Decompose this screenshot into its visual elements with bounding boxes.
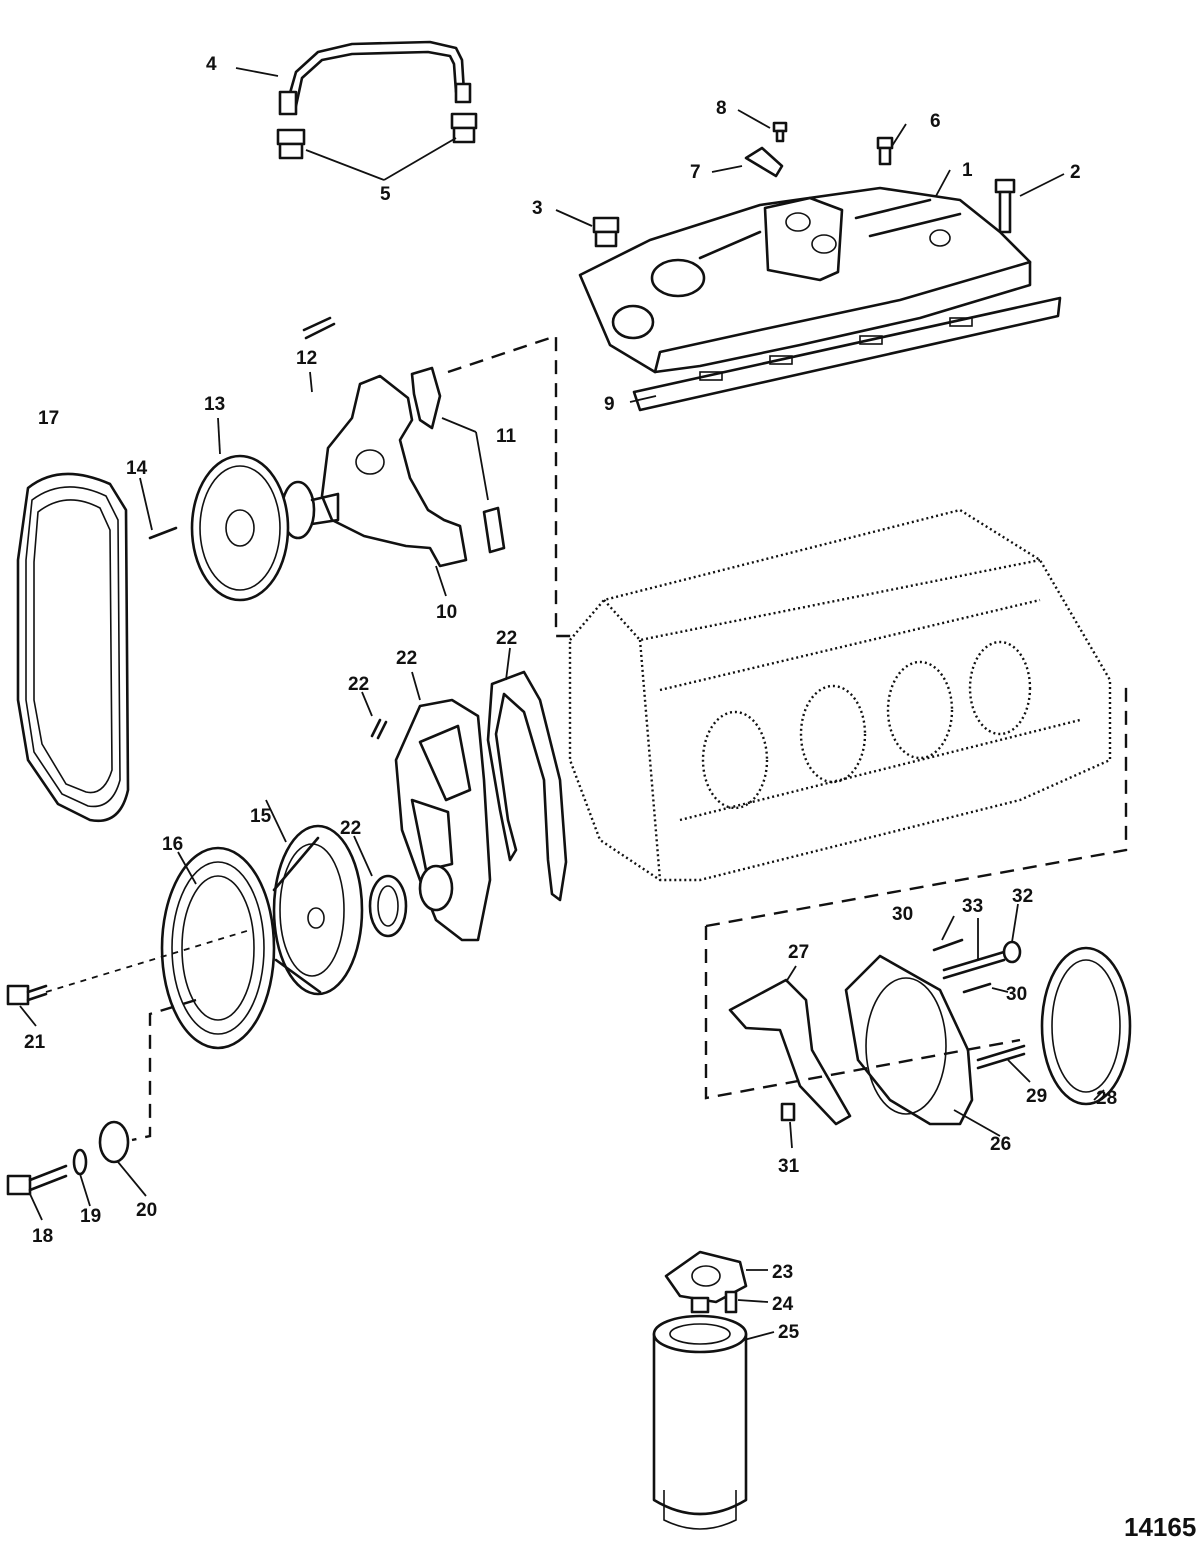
bolt-2 (994, 178, 1016, 234)
callout-20: 20 (136, 1200, 157, 1221)
bolt-30-lower (962, 982, 992, 994)
oil-filter (652, 1314, 748, 1530)
leader-lines (19, 67, 1105, 1341)
dashed-line-lower-hardware (131, 998, 197, 1142)
callout-25: 25 (778, 1322, 800, 1343)
washer-19 (72, 1148, 88, 1176)
callout-7: 7 (690, 162, 701, 183)
callout-29: 29 (1026, 1086, 1047, 1107)
callout-23: 23 (772, 1262, 793, 1283)
drive-belt (16, 472, 130, 823)
fitting-right (450, 112, 478, 144)
callout-30-lower: 30 (1006, 984, 1027, 1005)
callout-10: 10 (436, 602, 457, 623)
water-pump (280, 374, 468, 568)
callout-30-upper: 30 (892, 904, 913, 925)
cover-gasket (486, 670, 568, 902)
pump-gasket-upper (410, 366, 442, 430)
front-timing-cover (394, 698, 492, 942)
intake-manifold (578, 186, 1032, 374)
callout-1: 1 (962, 160, 973, 181)
bolt-18 (6, 1164, 68, 1196)
callout-11: 11 (496, 426, 517, 447)
engine-block (568, 508, 1112, 882)
callout-21: 21 (24, 1032, 46, 1053)
callout-9: 9 (604, 394, 615, 415)
callout-4: 4 (206, 54, 217, 75)
callout-31: 31 (778, 1156, 800, 1177)
callout-16: 16 (162, 834, 183, 855)
callout-5: 5 (380, 184, 391, 205)
pump-gasket-lower (482, 506, 506, 554)
callout-32: 32 (1012, 886, 1033, 907)
stud-33 (942, 950, 1006, 980)
harmonic-balancer (272, 824, 364, 996)
callout-3: 3 (532, 198, 543, 219)
figure-number: 14165 (1124, 1512, 1196, 1542)
washer-20 (98, 1120, 130, 1164)
callout-22-bolt: 22 (348, 674, 369, 695)
callout-18: 18 (32, 1226, 53, 1247)
callout-19: 19 (80, 1206, 101, 1227)
housing-gasket-27 (728, 978, 852, 1126)
dashed-box-rear-housing (704, 686, 1128, 1100)
callout-15: 15 (250, 806, 272, 827)
callout-17: 17 (38, 408, 59, 429)
callout-33: 33 (962, 896, 983, 917)
crank-pulley (160, 846, 276, 1050)
rear-main-seal (1040, 946, 1132, 1106)
pump-bolt-12 (302, 316, 336, 340)
bolt-30-upper (932, 938, 964, 952)
callout-14: 14 (126, 458, 148, 479)
callout-22-gasket: 22 (496, 628, 517, 649)
dashed-line-pump-to-block (447, 334, 574, 638)
callout-22-cover: 22 (396, 648, 417, 669)
bolt-21 (6, 984, 48, 1006)
callout-27: 27 (788, 942, 809, 963)
oil-line-tube (278, 40, 472, 116)
callout-8: 8 (716, 98, 727, 119)
bolt-24 (724, 1290, 738, 1314)
callout-28: 28 (1096, 1088, 1117, 1109)
callout-24: 24 (772, 1294, 794, 1315)
callout-12: 12 (296, 348, 317, 369)
clip-7 (744, 146, 784, 178)
fitting-left (276, 128, 306, 160)
callout-2: 2 (1070, 162, 1081, 183)
callout-26: 26 (990, 1134, 1011, 1155)
bolt-8 (772, 121, 788, 143)
filter-adapter-23 (664, 1250, 748, 1314)
cover-bolt-22 (370, 718, 388, 740)
plug-3 (592, 216, 620, 248)
bolt-29 (976, 1044, 1026, 1070)
callout-labels: 1 2 3 4 5 6 7 8 9 10 11 12 13 14 15 16 1… (24, 54, 1117, 1343)
callout-22-seal: 22 (340, 818, 361, 839)
stud-6 (876, 136, 894, 166)
pump-pulley (190, 454, 290, 602)
rear-seal-housing (844, 954, 974, 1126)
callout-13: 13 (204, 394, 225, 415)
nut-32 (1002, 940, 1022, 964)
crank-seal (368, 874, 408, 938)
callout-6: 6 (930, 111, 941, 132)
manifold-gasket (632, 296, 1062, 412)
dowel-31 (780, 1102, 796, 1122)
pulley-bolt-14 (148, 526, 178, 540)
